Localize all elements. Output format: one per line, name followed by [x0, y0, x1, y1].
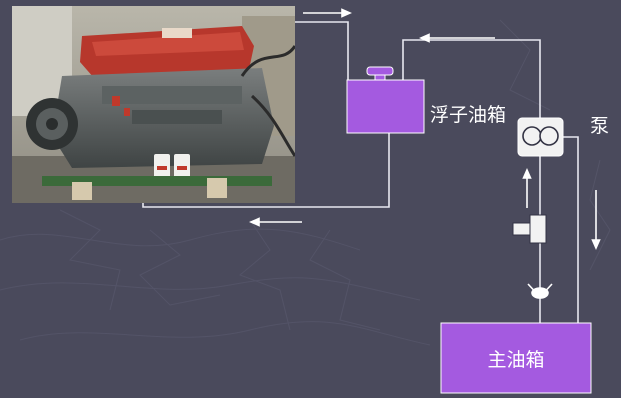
arrow-left-lower [249, 217, 302, 227]
engine-illustration [12, 6, 295, 203]
background-texture [0, 19, 611, 346]
arrow-right-top [303, 8, 352, 18]
flow-arrows [249, 8, 601, 250]
main-tank-label: 主油箱 [487, 348, 545, 371]
arrow-left-upper [419, 33, 495, 43]
diesel-engine-photo [12, 6, 295, 203]
pump-icon [517, 117, 564, 157]
filter-icon [512, 214, 547, 244]
pump-label: 泵 [590, 115, 610, 137]
float-tank-cap [366, 66, 394, 76]
pipe-engine-to-float-tank [295, 21, 349, 80]
check-valve-icon [527, 283, 553, 299]
float-tank-body [346, 79, 425, 134]
main-tank [440, 322, 592, 394]
arrow-down-return [591, 190, 601, 250]
pipe-pump-to-main-tank [563, 136, 579, 323]
arrow-up-suction [522, 168, 532, 208]
float-tank-label: 浮子油箱 [430, 104, 507, 126]
pipe-pump-to-float-tank [402, 39, 541, 118]
float-tank [346, 66, 425, 134]
